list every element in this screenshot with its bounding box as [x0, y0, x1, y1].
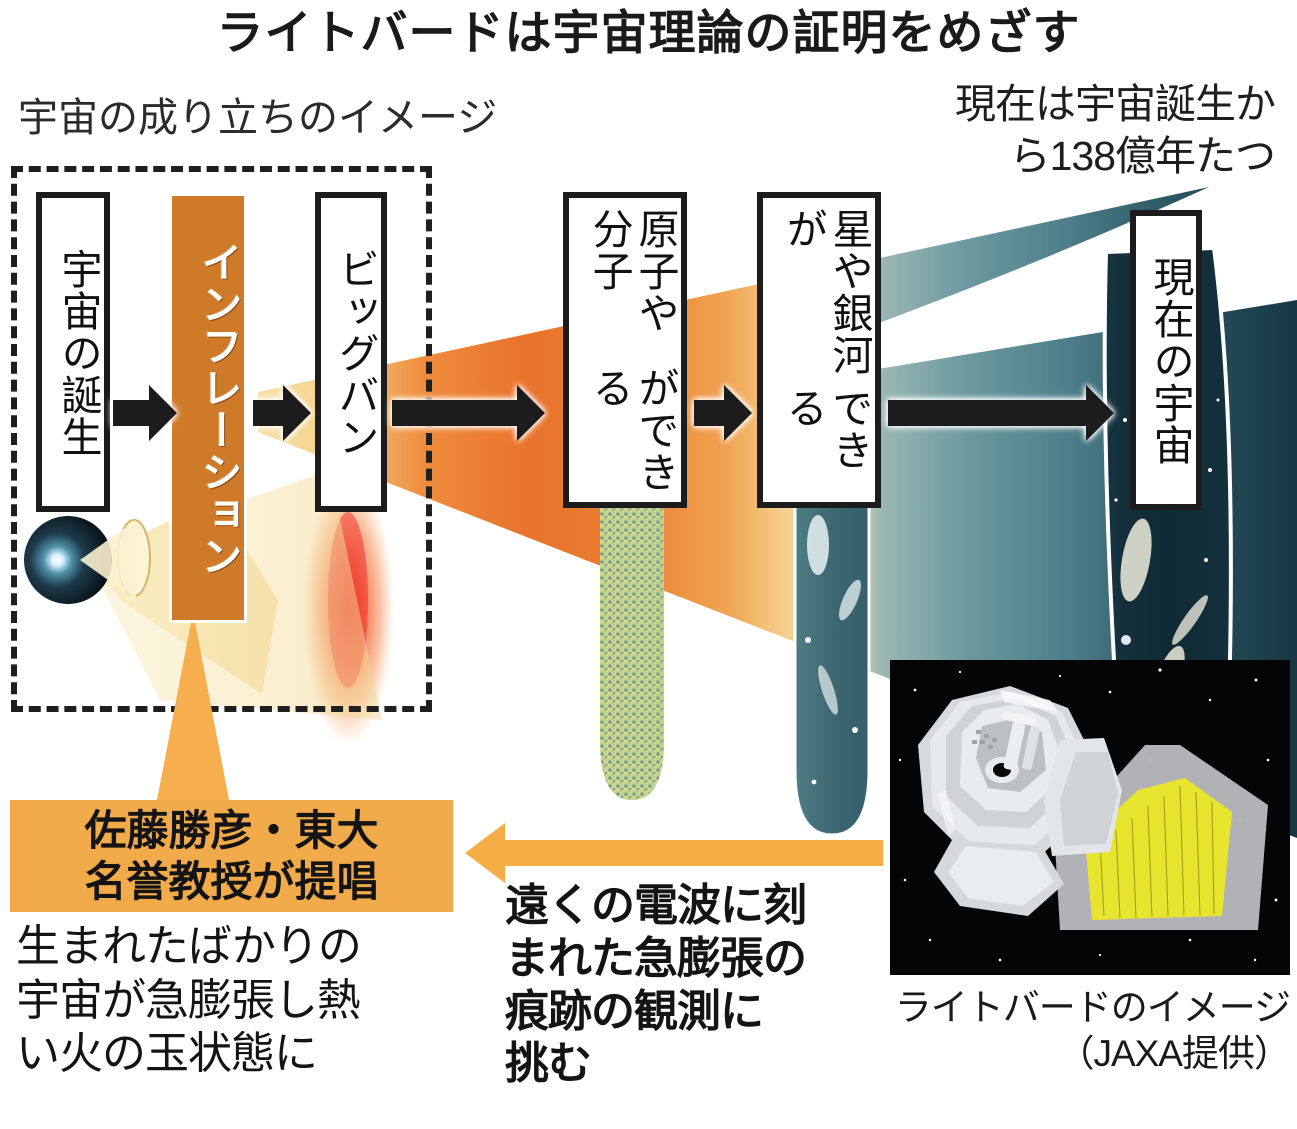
observation-line2: まれた急膨張の — [505, 933, 807, 983]
flow-arrow-icon-1 — [113, 385, 177, 441]
flow-arrow-icon-5 — [888, 385, 1114, 441]
callout-body-line1: 生まれたばかりの — [16, 922, 362, 971]
photo-caption-line2: （JAXA提供） — [1057, 1033, 1291, 1075]
callout-line1: 佐藤勝彦・東大 — [84, 806, 379, 854]
flow-arrow-icon-2 — [253, 385, 311, 441]
observation-line3: 痕跡の観測に — [505, 986, 764, 1036]
litebird-spacecraft-image — [890, 660, 1290, 975]
photo-caption: ライトバードのイメージ （JAXA提供） — [860, 985, 1291, 1078]
observation-line1: 遠くの電波に刻 — [505, 881, 807, 930]
flow-arrow-icon-4 — [694, 385, 752, 441]
observation-arrow-icon — [465, 823, 883, 883]
flow-arrow-icon-3 — [392, 385, 545, 441]
stage-box-atoms[interactable]: 原子や分子 ができる — [563, 192, 687, 508]
callout-line2: 名誉教授が提唱 — [84, 858, 379, 905]
stage-box-birth[interactable]: 宇宙の誕生 — [36, 192, 110, 512]
chart-caption-left: 宇宙の成り立ちのイメージ — [18, 96, 498, 140]
callout-connector-wedge — [156, 612, 230, 802]
stage-box-stars[interactable]: 星や銀河が できる — [757, 192, 881, 508]
callout-body-line3: い火の玉状態に — [16, 1029, 318, 1079]
observation-line4: 挑む — [505, 1039, 592, 1089]
stage-atoms-line1: 原子や分子 — [586, 208, 678, 334]
age-note-line1: 現在は宇宙誕生か — [955, 81, 1276, 127]
photo-caption-line1: ライトバードのイメージ — [894, 987, 1291, 1028]
observation-description: 遠くの電波に刻 まれた急膨張の 痕跡の観測に 挑む — [505, 880, 905, 1091]
age-note-line2: ら138億年たつ — [1009, 133, 1276, 180]
inflation-theory-callout: 佐藤勝彦・東大 名誉教授が提唱 — [10, 800, 453, 912]
stage-atoms-line2: ができる — [586, 366, 678, 493]
callout-body-line2: 宇宙が急膨張し熱 — [16, 975, 361, 1025]
stage-box-present[interactable]: 現在の宇宙 — [1130, 210, 1202, 510]
age-of-universe-note: 現在は宇宙誕生か ら138億年たつ — [845, 78, 1276, 183]
stage-stars-line1: 星や銀河が — [780, 208, 872, 376]
inflation-theory-description: 生まれたばかりの 宇宙が急膨張し熱 い火の玉状態に — [16, 920, 486, 1081]
stage-box-inflation[interactable]: インフレーション — [172, 196, 244, 620]
stage-stars-line2: できる — [780, 386, 872, 471]
page-title: ライトバードは宇宙理論の証明をめざす — [216, 6, 1081, 59]
stage-box-bigbang[interactable]: ビッグバン — [315, 192, 387, 512]
